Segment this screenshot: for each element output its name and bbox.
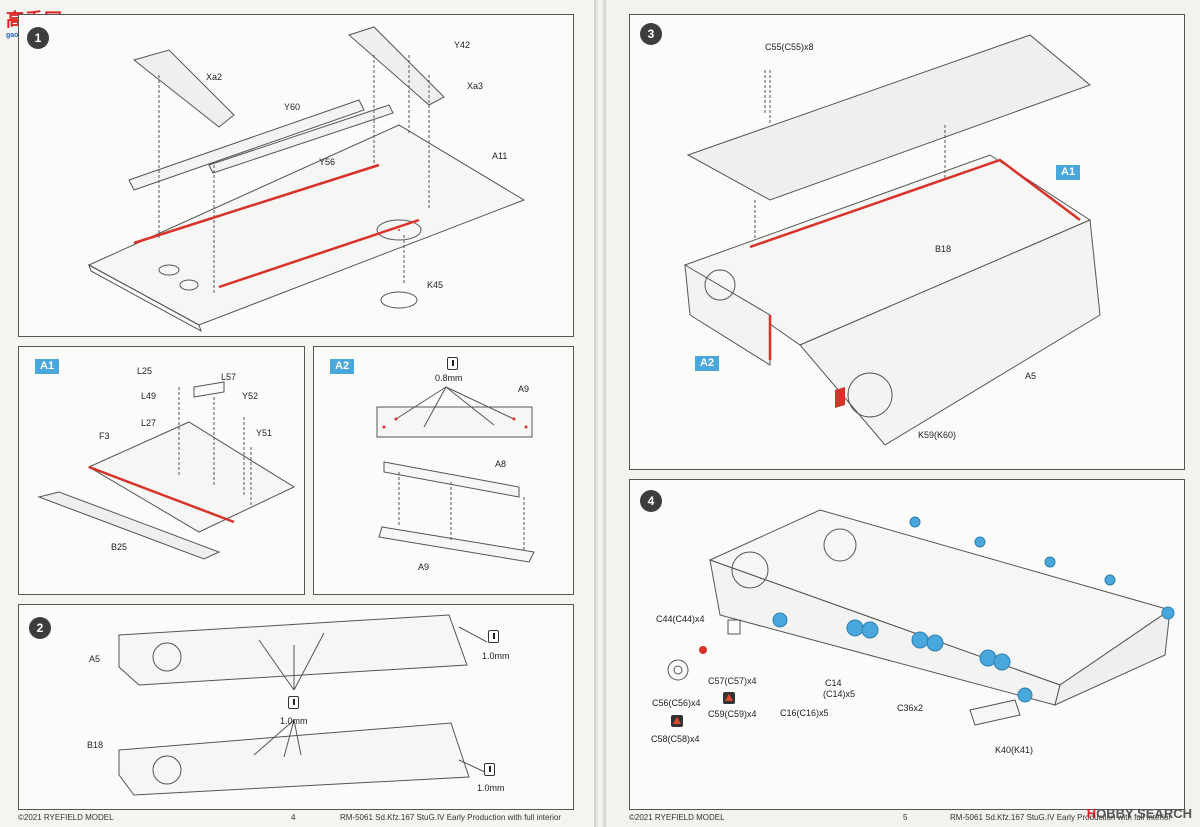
part-label: Xa3 (467, 81, 484, 91)
footer-product: RM-5061 Sd.Kfz.167 StuG.IV Early Product… (950, 813, 1171, 822)
cement-icon (671, 715, 683, 727)
part-label: B18 (87, 740, 104, 750)
part-label: K45 (427, 280, 444, 290)
part-label: (C14)x5 (823, 689, 856, 699)
part-label: C58(C58)x4 (651, 734, 700, 744)
footer-copyright: ©2021 RYEFIELD MODEL (18, 813, 114, 822)
cement-icon (723, 692, 735, 704)
part-label: C57(C57)x4 (708, 676, 757, 686)
part-label: C14 (825, 678, 842, 688)
part-label: A9 (418, 562, 430, 572)
measure-label: 0.8mm (435, 373, 463, 383)
part-label: C36x2 (897, 703, 924, 713)
part-label: Y60 (284, 102, 301, 112)
part-label: C16(C16)x5 (780, 708, 829, 718)
part-label: C59(C59)x4 (708, 709, 757, 719)
part-label: A9 (518, 384, 530, 394)
sandpaper-icon (447, 357, 458, 370)
part-label: L57 (221, 372, 237, 382)
step-2-drawing (118, 614, 488, 796)
part-label: L49 (141, 391, 157, 401)
sub-a1-badge: A1 (35, 359, 60, 374)
step-1-badge: 1 (27, 27, 49, 49)
sub-a2-drawing (376, 386, 535, 563)
measure-label: 1.0mm (280, 716, 308, 726)
step-2-panel: 2 A5 B18 1.0mm 1.0mm 1.0mm (18, 604, 574, 810)
part-label: L25 (137, 366, 153, 376)
part-label: C56(C56)x4 (652, 698, 701, 708)
footer-page-number: 5 (903, 813, 908, 822)
measure-label: 1.0mm (477, 783, 505, 793)
part-label: K40(K41) (995, 745, 1034, 755)
step-4-badge: 4 (640, 490, 662, 512)
sub-a2-panel: A2 0.8mm A9 A8 A9 (313, 346, 574, 595)
hobby-search-logo: HOBBY SEARCH (1086, 806, 1192, 821)
part-label: Y42 (454, 40, 471, 50)
measure-label: 1.0mm (482, 651, 510, 661)
part-label: Y51 (256, 428, 273, 438)
part-label: C55(C55)x8 (765, 42, 814, 52)
sub-a1-drawing (37, 381, 296, 560)
sandpaper-icon (488, 630, 499, 643)
footer-copyright: ©2021 RYEFIELD MODEL (629, 813, 725, 822)
part-label: F3 (99, 431, 110, 441)
step-1-panel: 1 Xa2 Y42 Xa3 Y60 Y56 A11 K45 (18, 14, 574, 337)
footer-page-number: 4 (291, 813, 296, 822)
part-label: Xa2 (206, 72, 223, 82)
footer-product: RM-5061 Sd.Kfz.167 StuG.IV Early Product… (340, 813, 561, 822)
part-label: A5 (89, 654, 101, 664)
sub-a2-badge: A2 (330, 359, 355, 374)
page-gutter (594, 0, 606, 827)
part-label: C44(C44)x4 (656, 614, 705, 624)
step-4-drawing (667, 509, 1175, 726)
part-label: Y52 (242, 391, 259, 401)
part-label: Y56 (319, 157, 336, 167)
step-4-panel: 4 C44(C44)x4 C56(C56)x4 C57(C57)x4 C59(C… (629, 479, 1185, 810)
step-3-drawing (683, 34, 1101, 446)
step-2-badge: 2 (29, 617, 51, 639)
part-label: L27 (141, 418, 157, 428)
step-3-badge: 3 (640, 23, 662, 45)
part-label: B18 (935, 244, 952, 254)
step-3-panel: 3 C55(C55)x8 B18 A5 K59(K60) A1 A2 (629, 14, 1185, 470)
part-label: K59(K60) (918, 430, 957, 440)
part-label: A5 (1025, 371, 1037, 381)
ref-a2-badge: A2 (695, 356, 720, 371)
step-1-drawing (87, 26, 526, 333)
sub-a1-panel: A1 L25 L57 L49 Y52 L27 Y51 F3 B25 (18, 346, 305, 595)
part-label: A8 (495, 459, 507, 469)
part-label: A11 (492, 151, 508, 161)
part-label: B25 (111, 542, 128, 552)
sandpaper-icon (288, 696, 299, 709)
ref-a1-badge: A1 (1056, 165, 1081, 180)
sandpaper-icon (484, 763, 495, 776)
